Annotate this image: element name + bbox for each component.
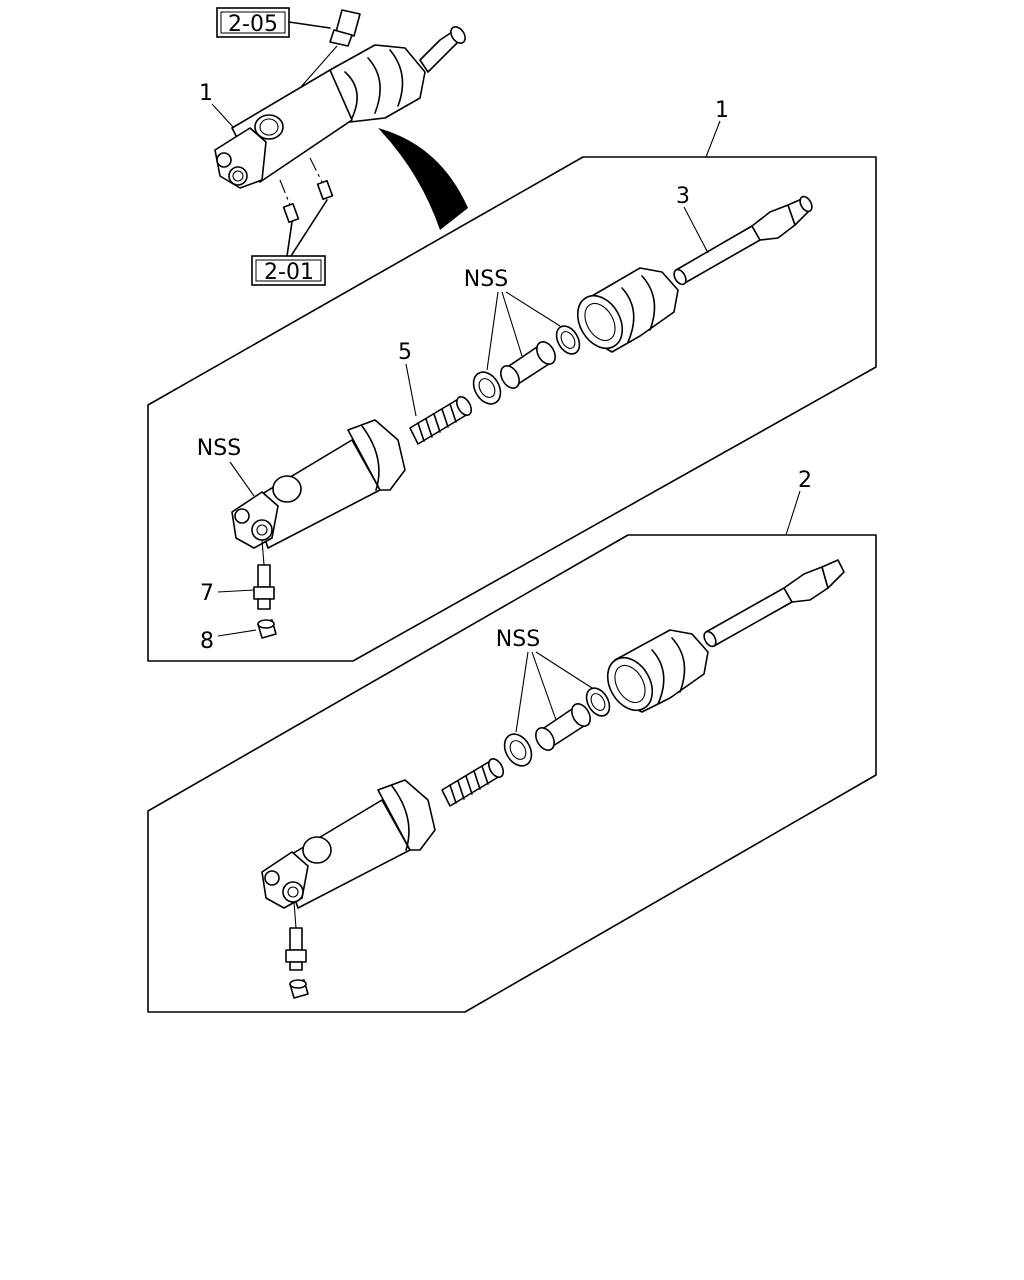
seal-ring-2[interactable] [582, 684, 614, 720]
callout-nss-seals-2: NSS [496, 627, 540, 652]
callout-nss-cylinder: NSS [197, 436, 241, 461]
cap-assembly-2[interactable] [289, 979, 309, 999]
assembly-1-parts: 3 NSS [197, 184, 815, 654]
callout-assembly-1: 1 [715, 98, 729, 123]
exploded-view-arrow [378, 128, 468, 230]
spring-assembly-2[interactable] [441, 756, 506, 807]
assembly-2-parts: NSS [261, 559, 845, 999]
installed-push-rod [419, 26, 466, 73]
callout-installed-cylinder: 1 [199, 81, 213, 106]
installed-cylinder-body [214, 69, 353, 189]
spring-5[interactable] [409, 394, 474, 445]
assembly-2-frame: 2 [147, 468, 877, 1013]
callout-push-rod: 3 [676, 184, 690, 209]
piston[interactable] [497, 339, 559, 392]
callout-assembly-2: 2 [798, 468, 812, 493]
seal-ring[interactable] [552, 322, 584, 358]
push-rod-assembly-2[interactable] [702, 559, 845, 648]
callout-nss-seals-1: NSS [464, 267, 508, 292]
cylinder-body-2[interactable] [261, 779, 436, 909]
mounting-bolts [279, 157, 334, 257]
ref-box-2-01[interactable]: 2-01 [251, 255, 326, 286]
bleeder-screw-assembly-2[interactable] [285, 901, 307, 971]
callout-cap: 8 [200, 629, 214, 654]
ref-label-2-05: 2-05 [228, 12, 278, 37]
callout-spring: 5 [398, 340, 412, 365]
ref-label-2-01: 2-01 [264, 260, 314, 285]
boot-assembly-2[interactable] [599, 629, 709, 718]
cup-seal-2[interactable] [499, 729, 537, 770]
installed-boot [329, 44, 426, 123]
fitting-2-05 [269, 9, 361, 123]
push-rod-3[interactable] [672, 195, 815, 287]
bleeder-screw-7[interactable] [253, 539, 275, 610]
boot-assembly-1[interactable] [569, 267, 679, 356]
callout-bleeder-screw: 7 [200, 581, 214, 606]
ref-box-2-05[interactable]: 2-05 [216, 7, 290, 38]
piston-2[interactable] [532, 701, 594, 754]
cylinder-body-1[interactable] [231, 419, 406, 549]
cap-8[interactable] [257, 619, 277, 639]
assembly-1-frame: 1 [147, 98, 877, 662]
installed-cylinder-view: 2-05 2-01 [199, 7, 468, 286]
cup-seal[interactable] [468, 367, 506, 408]
